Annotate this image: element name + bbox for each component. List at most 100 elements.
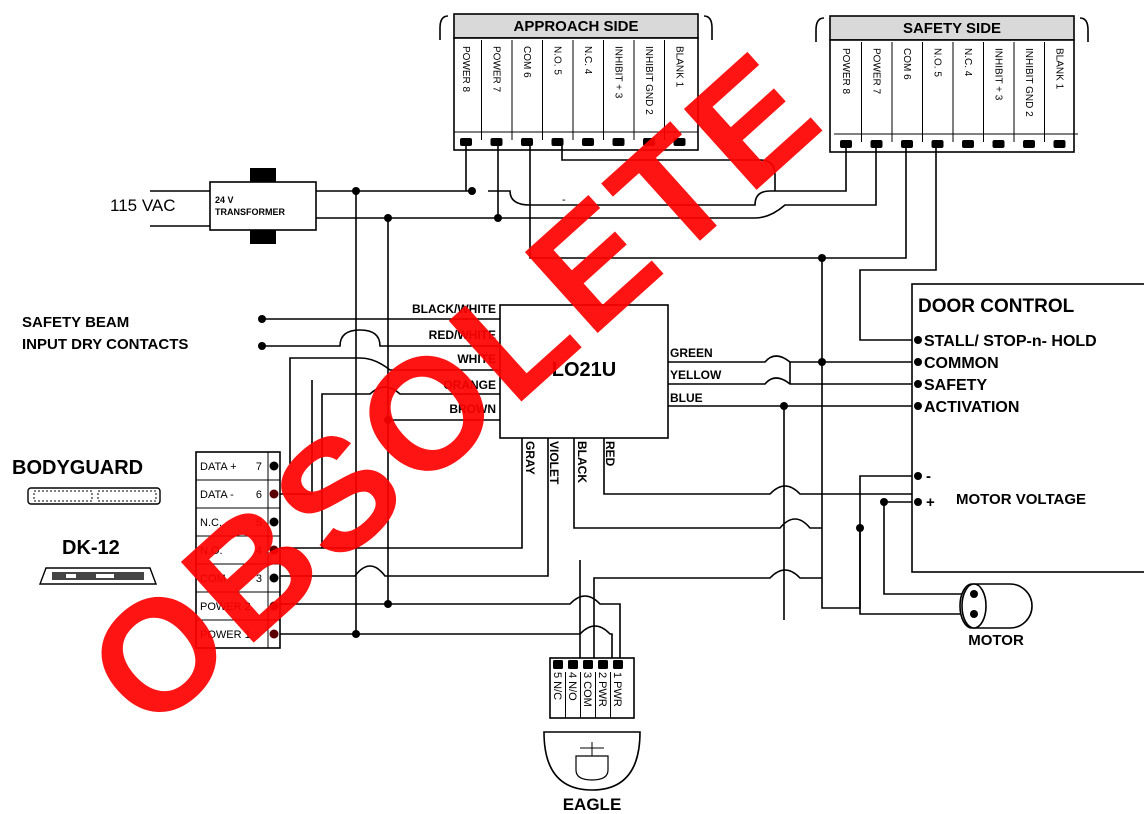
- bodyguard-terminal-dot: [269, 629, 279, 639]
- lo21u-left-wire-label: BLACK/WHITE: [412, 302, 496, 316]
- safety-beam-label-2: INPUT DRY CONTACTS: [22, 336, 188, 353]
- approach-terminal: [460, 138, 472, 146]
- power-bus-1: [336, 143, 847, 206]
- safety-pin-label: BLANK 1: [1054, 48, 1065, 90]
- lo21u-name: LO21U: [552, 359, 616, 381]
- motor-voltage-label: MOTOR VOLTAGE: [956, 491, 1086, 508]
- lo21u-right-wire-label: YELLOW: [670, 368, 722, 382]
- motor-minus-wire: [859, 475, 916, 608]
- bodyguard-terminal-dot: [269, 545, 279, 555]
- approach-terminal: [490, 138, 503, 146]
- bodyguard-terminal-number: 4: [256, 545, 262, 557]
- junction-dot: [352, 630, 360, 638]
- bodyguard-terminal-dot: [269, 573, 279, 583]
- violet-wire: [274, 438, 549, 577]
- junction-dot: [352, 187, 360, 195]
- safety-terminal: [1023, 140, 1035, 148]
- safety-beam-label-1: SAFETY BEAM: [22, 314, 129, 331]
- safety-terminal: [992, 140, 1005, 148]
- safety-pin-label: N.C. 4: [962, 48, 973, 77]
- bodyguard-terminal-block: [195, 451, 281, 649]
- lo21u-left-wire-label: BROWN: [449, 402, 496, 416]
- approach-side-title: APPROACH SIDE: [513, 18, 638, 35]
- door-control-title: DOOR CONTROL: [918, 296, 1075, 317]
- lo21u-right-wire-label: GREEN: [670, 346, 713, 360]
- lo21u-bottom-wire-label: RED: [603, 441, 617, 467]
- safety-pin-label: POWER 7: [871, 48, 882, 95]
- approach-pin-label: INHIBIT + 3: [613, 46, 624, 99]
- approach-bracket-right: [703, 15, 713, 40]
- eagle-terminal: [568, 660, 578, 669]
- door-control-input-label: STALL/ STOP-n- HOLD: [924, 333, 1097, 350]
- safety-side-block: [829, 39, 1075, 153]
- approach-pin-label: POWER 7: [491, 46, 502, 93]
- approach-pin-label: BLANK 1: [674, 46, 685, 88]
- lo21u-right-labels: GREEN YELLOW BLUE: [670, 346, 722, 405]
- dk12-title: DK-12: [62, 537, 120, 559]
- transformer-box: [209, 181, 317, 231]
- eagle-terminal: [553, 660, 563, 669]
- bodyguard-terminal-dot: [269, 517, 279, 527]
- junction-dot: [384, 600, 392, 608]
- approach-terminal: [612, 138, 625, 146]
- eagle-title: EAGLE: [563, 795, 622, 814]
- red-wire: [603, 438, 918, 495]
- motor-minus-terminal: [914, 472, 922, 480]
- bodyguard-terminal-dot: [269, 601, 279, 611]
- common-vertical: [821, 258, 861, 609]
- transformer: 24 V TRANSFORMER 115 VAC: [110, 168, 317, 244]
- transformer-label: TRANSFORMER: [215, 207, 285, 217]
- motor-end: [961, 583, 987, 629]
- beam-contact-dot: [258, 342, 266, 350]
- eagle-com-wire: [593, 569, 822, 662]
- white-wire: [289, 357, 500, 464]
- eagle-terminal: [598, 660, 608, 669]
- safety-terminal: [901, 140, 913, 148]
- wiring: [262, 143, 972, 662]
- transformer-core-bottom: [250, 230, 276, 244]
- junction-dot: [880, 498, 888, 506]
- bodyguard-terminal-name: POWER 1: [200, 629, 251, 641]
- approach-pin-label: POWER 8: [460, 46, 471, 93]
- eagle-pin-label: 5 N/C: [551, 672, 563, 700]
- lo21u-left-wire-label: WHITE: [457, 352, 496, 366]
- motor-minus-label: -: [926, 468, 931, 485]
- door-control-terminal: [914, 402, 922, 410]
- safety-bracket-left: [815, 17, 825, 42]
- junction-dot: [384, 214, 392, 222]
- door-control: DOOR CONTROL STALL/ STOP-n- HOLDCOMMONSA…: [911, 283, 1144, 573]
- eagle-pin-label: 1 PWR: [611, 672, 623, 707]
- dk12-sensor-icon: [38, 567, 158, 585]
- power1-rail: [274, 625, 613, 662]
- bodyguard-terminal-number: 6: [256, 489, 262, 501]
- eagle-sensor-icon: [543, 731, 641, 791]
- lo21u-box: [499, 304, 669, 439]
- motor-label: MOTOR: [968, 632, 1024, 649]
- bodyguard-sensor-icon: [27, 487, 161, 505]
- approach-side-block: [453, 37, 699, 151]
- safety-pin-label: N.O. 5: [932, 48, 943, 77]
- bodyguard-terminal-number: 7: [256, 461, 262, 473]
- lo21u-right-wire-label: BLUE: [670, 391, 703, 405]
- lo21u-module: LO21U BLACK/WHITERED/WHITEWHITEORANGEBRO…: [412, 302, 722, 485]
- data-minus-wire: [274, 380, 313, 495]
- beam-red-white: [262, 329, 500, 347]
- junction-dot: [818, 358, 826, 366]
- lo21u-bottom-wire-label: VIOLET: [547, 441, 561, 485]
- door-control-inputs: STALL/ STOP-n- HOLDCOMMONSAFETYACTIVATIO…: [914, 333, 1097, 416]
- junction-dot: [384, 416, 392, 424]
- approach-pin-label: INHIBIT GND 2: [643, 46, 654, 115]
- approach-terminal: [643, 138, 655, 146]
- safety-pin-label: INHIBIT + 3: [993, 48, 1004, 101]
- lo21u-bottom-wire-label: BLACK: [575, 441, 589, 483]
- transformer-output-leads: [316, 190, 336, 219]
- motor-terminal: [970, 590, 978, 598]
- stray-mark: -: [562, 194, 566, 206]
